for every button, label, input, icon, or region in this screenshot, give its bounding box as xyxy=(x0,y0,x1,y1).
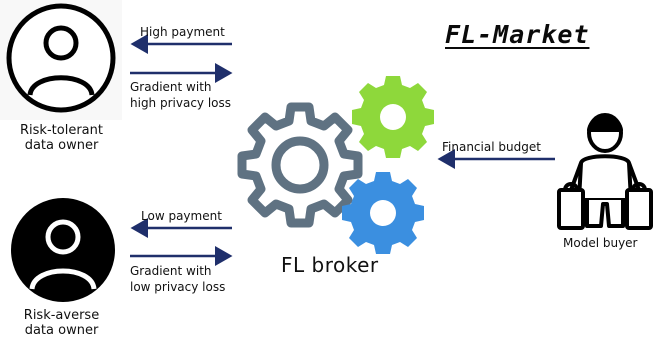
diagram-title: FL-Market xyxy=(445,20,590,49)
shopper-icon xyxy=(557,113,653,230)
owner-label-line2: data owner xyxy=(24,138,99,153)
owner-label-line2: data owner xyxy=(24,323,99,338)
high-payment-label: High payment xyxy=(140,25,225,39)
gear-icon xyxy=(352,76,434,158)
risk-averse-owner-panel xyxy=(10,197,116,307)
owner-label-line1: Risk-tolerant xyxy=(20,123,103,138)
low-payment-label: Low payment xyxy=(141,209,222,223)
owner-label-line1: Risk-averse xyxy=(23,308,100,323)
financial-budget-label: Financial budget xyxy=(442,140,541,154)
risk-tolerant-owner-panel xyxy=(0,0,122,120)
user-filled-icon xyxy=(11,198,115,302)
high-gradient-label-line2: high privacy loss xyxy=(130,96,232,110)
broker-gears xyxy=(237,76,434,254)
low-gradient-label-line1: Gradient with xyxy=(130,264,212,278)
risk-averse-owner-label: Risk-averse data owner xyxy=(14,308,109,338)
broker-label: FL broker xyxy=(281,253,379,277)
risk-tolerant-owner-label: Risk-tolerant data owner xyxy=(14,123,109,153)
high-gradient-label-line1: Gradient with xyxy=(130,80,212,94)
gear-icon xyxy=(237,102,363,228)
model-buyer-label: Model buyer xyxy=(563,236,638,250)
low-gradient-label-line2: low privacy loss xyxy=(130,280,226,294)
gear-icon xyxy=(342,172,424,254)
user-outline-icon xyxy=(6,3,116,113)
